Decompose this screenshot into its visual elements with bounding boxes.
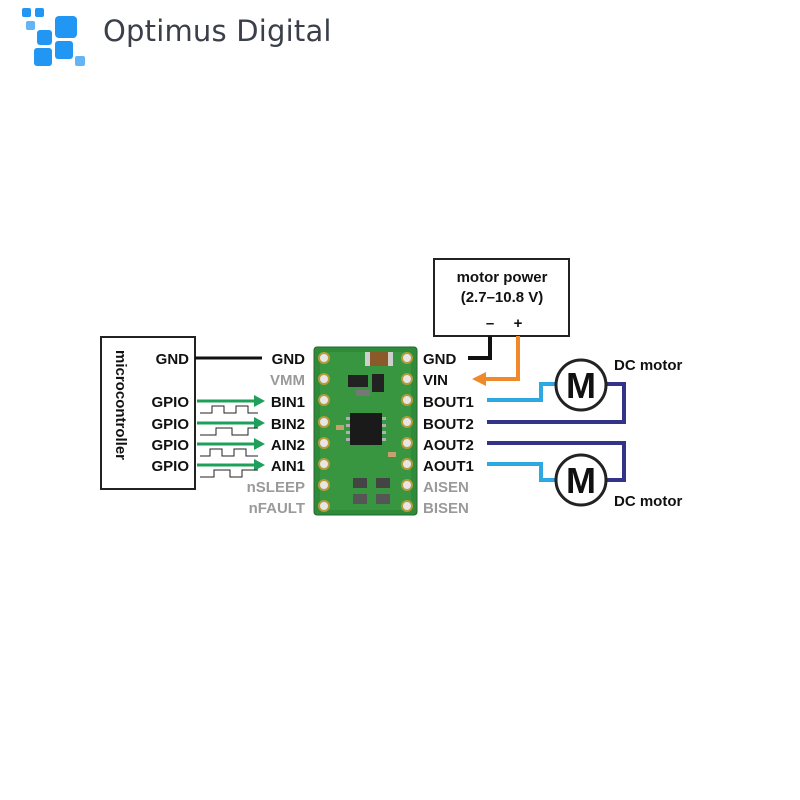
pin-label-bout2: BOUT2: [423, 416, 474, 433]
power-plus-terminal: +: [514, 315, 523, 332]
pin-label-aout2: AOUT2: [423, 437, 474, 454]
mcu-pin-gpio: GPIO: [151, 394, 189, 411]
signal-arrow: [197, 459, 265, 478]
motor-icon: [554, 453, 608, 507]
driver-left-labels: GND VMM BIN1 BIN2 AIN2 AIN1 nSLEEP nFAUL…: [247, 351, 306, 517]
pin-label-vin: VIN: [423, 372, 448, 389]
signal-arrow: [197, 417, 265, 436]
transistor: [348, 375, 368, 387]
pin-label-nsleep: nSLEEP: [247, 479, 305, 496]
pin-label-gnd: GND: [272, 351, 306, 368]
power-vin-wire: [472, 336, 520, 386]
dc-motor-a: M DC motor: [554, 453, 682, 510]
pin-label-bout1: BOUT1: [423, 394, 474, 411]
right-pin-holes: [401, 352, 413, 512]
aout2-wire: [487, 441, 626, 482]
bout1-wire: [487, 382, 566, 402]
signal-arrow: [197, 438, 265, 457]
logo-mark-icon: [22, 8, 85, 66]
brand-name: Optimus Digital: [103, 14, 332, 48]
pin-label-ain2: AIN2: [271, 437, 305, 454]
motor-symbol: M: [566, 460, 596, 501]
power-minus-terminal: –: [486, 315, 494, 332]
mcu-pin-gpio: GPIO: [151, 416, 189, 433]
power-gnd-wire: [468, 336, 492, 360]
mcu-pin-gpio: GPIO: [151, 437, 189, 454]
microcontroller-box: microcontroller GND GPIO GPIO GPIO GPIO: [100, 336, 196, 490]
motor-power-box: motor power (2.7–10.8 V) – +: [433, 258, 570, 337]
pin-label-ain1: AIN1: [271, 458, 305, 475]
mcu-pin-gpio: GPIO: [151, 458, 189, 475]
pin-label-bisen: BISEN: [423, 500, 469, 517]
motor-label: DC motor: [614, 493, 682, 510]
pin-label-bin1: BIN1: [271, 394, 305, 411]
capacitor: [368, 352, 390, 366]
driver-chip: [350, 413, 382, 445]
microcontroller-title: microcontroller: [112, 350, 129, 460]
pin-label-vmm: VMM: [270, 372, 305, 389]
bout2-wire: [487, 382, 626, 424]
motor-label: DC motor: [614, 357, 682, 374]
signal-arrows: [197, 395, 265, 478]
pin-label-aout1: AOUT1: [423, 458, 474, 475]
pin-label-nfault: nFAULT: [249, 500, 305, 517]
left-pin-holes: [318, 352, 330, 512]
pin-label-aisen: AISEN: [423, 479, 469, 496]
mcu-pin-gnd: GND: [156, 351, 190, 368]
vin-arrowhead: [472, 372, 486, 386]
aout1-wire: [487, 462, 566, 482]
driver-right-labels: GND VIN BOUT1 BOUT2 AOUT2 AOUT1 AISEN BI…: [423, 351, 474, 517]
motor-power-range: (2.7–10.8 V): [461, 289, 544, 306]
motor-power-title: motor power: [457, 269, 548, 286]
dc-motor-b: M DC motor: [554, 357, 682, 412]
motor-icon: [554, 358, 608, 412]
pin-label-bin2: BIN2: [271, 416, 305, 433]
signal-arrow: [197, 395, 265, 414]
driver-board: [313, 346, 418, 516]
motor-symbol: M: [566, 365, 596, 406]
pin-label-gnd: GND: [423, 351, 457, 368]
